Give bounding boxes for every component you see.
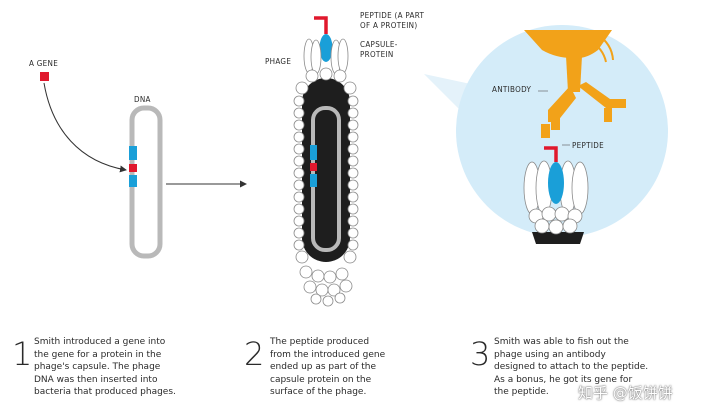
step-1-number: 1: [12, 335, 33, 373]
gene-square: [40, 72, 49, 81]
peptide-part-label: PEPTIDE (A PART OF A PROTEIN): [360, 11, 425, 30]
step-2-number: 2: [244, 335, 265, 373]
step-2-text: The peptide produced from the introduced…: [270, 337, 386, 397]
capsule-protein-label: CAPSULE- PROTEIN: [360, 40, 398, 59]
dna-label: DNA: [134, 95, 151, 104]
peptide-zoom-label: PEPTIDE: [572, 141, 604, 150]
phage-body: [293, 67, 359, 307]
gene-insertion-arrow: [43, 82, 127, 173]
phage-zoom: [523, 146, 589, 244]
antibody-shape: [524, 30, 626, 138]
phage-top-protein: [303, 16, 349, 75]
step-1-text: Smith introduced a gene into the gene fo…: [34, 337, 176, 397]
gene-label: A GENE: [29, 59, 59, 68]
step-3-number: 3: [470, 335, 491, 373]
phage-label: PHAGE: [265, 57, 292, 66]
dna-loop: [129, 105, 163, 259]
watermark: 知乎 @饭饼饼: [578, 384, 673, 402]
zoom-circle: [456, 25, 668, 237]
step-3-text: Smith was able to fish out the phage usi…: [494, 337, 649, 397]
antibody-label: ANTIBODY: [492, 85, 532, 94]
